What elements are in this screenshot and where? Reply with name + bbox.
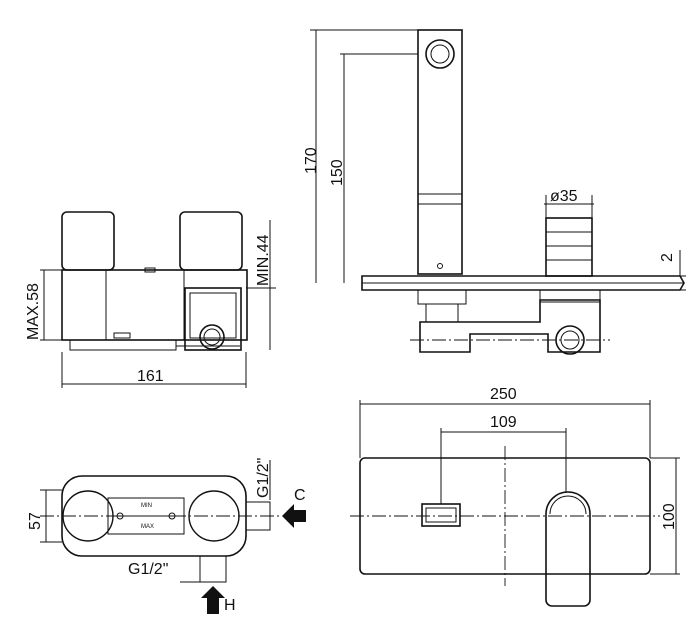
dim-109: 109 xyxy=(490,414,517,431)
dim-170: 170 xyxy=(303,147,320,174)
dim-161: 161 xyxy=(137,368,164,385)
arrow-label-c: C xyxy=(294,487,306,504)
front-view xyxy=(40,211,276,388)
dim-250: 250 xyxy=(490,386,517,403)
dim-57: 57 xyxy=(27,512,44,530)
dim-diameter-35: ø35 xyxy=(550,188,578,205)
plate-view xyxy=(350,400,680,607)
dim-150: 150 xyxy=(329,159,346,186)
arrow-label-h: H xyxy=(224,597,236,614)
thread-g12-top: G1/2" xyxy=(255,458,272,498)
dim-100: 100 xyxy=(661,503,678,530)
body-label-max: MAX xyxy=(141,524,154,530)
side-view xyxy=(310,29,686,355)
dim-max58: MAX.58 xyxy=(25,283,42,340)
dim-min44: MIN.44 xyxy=(255,234,272,286)
top-view xyxy=(40,460,306,614)
dim-2: 2 xyxy=(659,253,676,262)
body-label-min: MIN xyxy=(141,503,152,509)
thread-g12-bottom: G1/2" xyxy=(128,561,168,578)
